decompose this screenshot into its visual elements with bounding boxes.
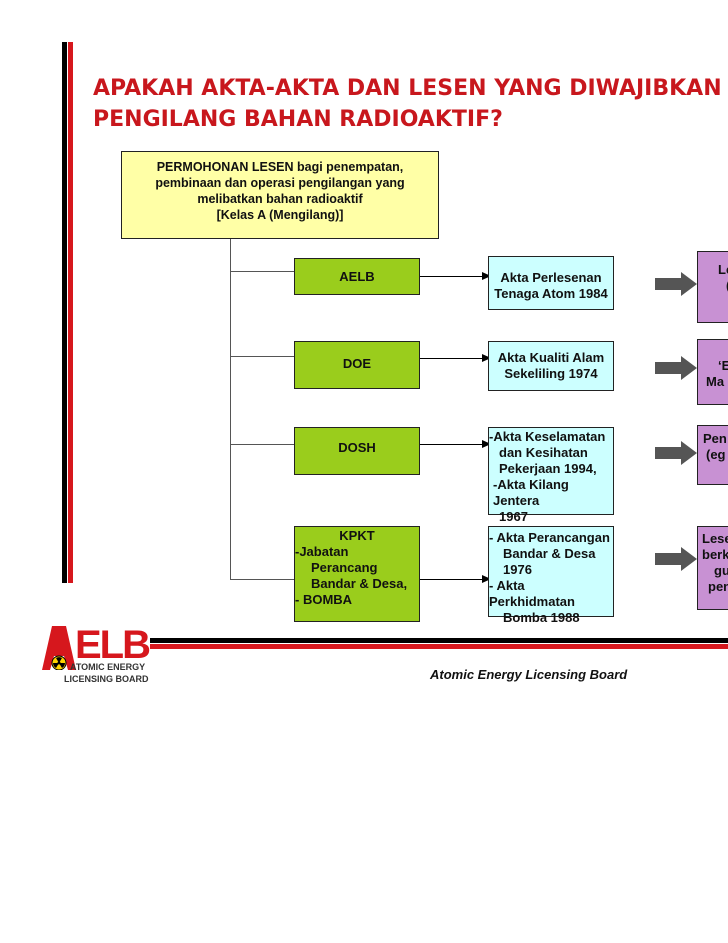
arrow-line-aelb — [420, 276, 486, 277]
act-line: Pekerjaan 1994, — [499, 461, 597, 476]
outcome-box-aelb: Le ( — [697, 251, 728, 323]
act-box-doe: Akta Kualiti Alam Sekeliling 1974 — [488, 341, 614, 391]
act-line: -Akta Kilang Jentera — [493, 477, 569, 508]
act-line: - Akta Perkhidmatan — [489, 578, 575, 609]
page-title: APAKAH AKTA-AKTA DAN LESEN YANG DIWAJIBK… — [93, 73, 728, 135]
fat-arrow-kpkt-icon — [655, 547, 697, 571]
agency-box-dosh: DOSH — [294, 427, 420, 475]
outcome-box-kpkt: Lese berk gu pen — [697, 526, 728, 610]
license-application-box: PERMOHONAN LESEN bagi penempatan, pembin… — [121, 151, 439, 239]
branch-line-kpkt — [230, 579, 294, 580]
radiation-symbol-icon — [42, 626, 76, 670]
agency-label: Bandar & Desa, — [311, 576, 408, 591]
agency-box-aelb: AELB — [294, 258, 420, 295]
act-line: Tenaga Atom 1984 — [494, 286, 608, 301]
bottom-bar-black — [150, 638, 728, 643]
outcome-line: Ma — [706, 374, 725, 389]
logo-line-1: ATOMIC ENERGY — [70, 662, 146, 672]
act-line: Sekeliling 1974 — [504, 366, 598, 381]
title-line-2: PENGILANG BAHAN RADIOAKTIF? — [93, 107, 503, 132]
act-line: Akta Kualiti Alam — [497, 350, 605, 365]
license-line-3: melibatkan bahan radioaktif — [197, 192, 363, 206]
act-line: Akta Perlesenan — [500, 270, 602, 285]
act-line: -Akta Keselamatan — [489, 429, 606, 444]
outcome-line: Pen — [703, 431, 727, 446]
arrow-head-aelb — [482, 272, 491, 280]
left-bar-red — [68, 42, 73, 583]
agency-label: AELB — [339, 269, 375, 284]
left-bar-black — [62, 42, 67, 583]
arrow-head-kpkt — [482, 575, 491, 583]
outcome-line: Le — [718, 262, 728, 277]
logo-letters: ELB — [75, 623, 151, 667]
outcome-line: (eg — [706, 447, 726, 462]
arrow-line-dosh — [420, 444, 486, 445]
bottom-bar-red — [150, 644, 728, 649]
arrow-line-kpkt — [420, 579, 486, 580]
outcome-line: ‘E — [718, 358, 728, 373]
act-line: - Akta Perancangan — [489, 530, 610, 545]
title-line-1: APAKAH AKTA-AKTA DAN LESEN YANG DIWAJIBK… — [93, 76, 728, 101]
footer-text: Atomic Energy Licensing Board — [430, 667, 628, 682]
branch-line-doe — [230, 356, 294, 357]
outcome-box-doe: ‘E Ma — [697, 339, 728, 405]
act-line: Bandar & Desa — [503, 546, 596, 561]
arrow-line-doe — [420, 358, 486, 359]
act-box-kpkt: - Akta Perancangan Bandar & Desa 1976 - … — [488, 526, 614, 625]
act-line: dan Kesihatan — [499, 445, 588, 460]
act-box-aelb: Akta Perlesenan Tenaga Atom 1984 — [488, 256, 614, 310]
act-line: 1976 — [503, 562, 532, 577]
agency-box-kpkt: KPKT -Jabatan Perancang Bandar & Desa, -… — [294, 526, 420, 622]
logo-line-2: LICENSING BOARD — [64, 674, 149, 684]
agency-label: - BOMBA — [295, 592, 353, 607]
agency-label: KPKT — [339, 528, 375, 543]
outcome-box-dosh: Pen (eg — [697, 425, 728, 485]
license-line-1: PERMOHONAN LESEN bagi penempatan, — [156, 160, 404, 174]
branch-line-dosh — [230, 444, 294, 445]
trunk-line — [230, 239, 231, 579]
outcome-line: ( — [718, 278, 728, 294]
fat-arrow-dosh-icon — [655, 441, 697, 465]
agency-label: Perancang — [311, 560, 378, 575]
outcome-line: Lese — [702, 531, 728, 546]
outcome-line: pen — [708, 579, 728, 594]
fat-arrow-doe-icon — [655, 356, 697, 380]
agency-label: DOE — [342, 356, 372, 371]
outcome-line: gu — [714, 563, 728, 578]
act-box-dosh: -Akta Keselamatan dan Kesihatan Pekerjaa… — [488, 427, 614, 524]
aelb-logo: ELB ATOMIC ENERGY LICENSING BOARD — [42, 623, 154, 688]
act-line: Bomba 1988 — [503, 610, 580, 625]
branch-line-aelb — [230, 271, 294, 272]
act-line: 1967 — [499, 509, 528, 524]
license-line-4: [Kelas A (Mengilang)] — [216, 208, 344, 222]
agency-box-doe: DOE — [294, 341, 420, 389]
agency-label: DOSH — [338, 440, 376, 455]
license-line-2: pembinaan dan operasi pengilangan yang — [155, 176, 405, 190]
arrow-head-dosh — [482, 440, 491, 448]
arrow-head-doe — [482, 354, 491, 362]
outcome-line: berk — [702, 547, 728, 562]
fat-arrow-aelb-icon — [655, 272, 697, 296]
agency-label: -Jabatan — [295, 544, 349, 559]
